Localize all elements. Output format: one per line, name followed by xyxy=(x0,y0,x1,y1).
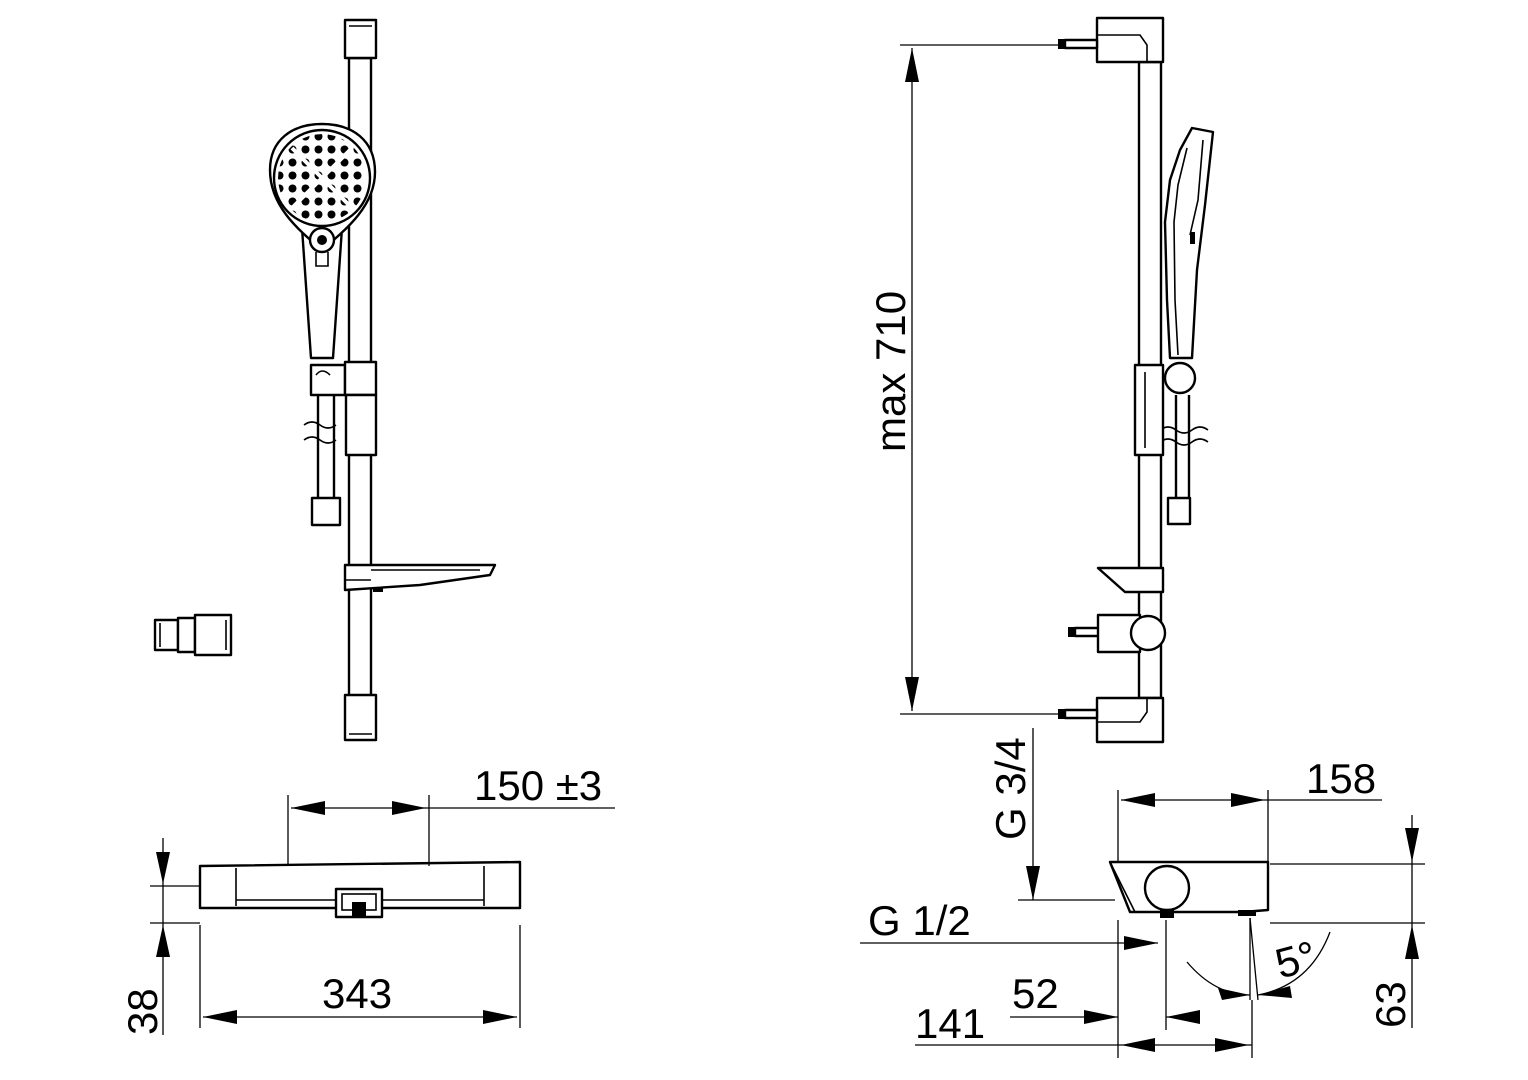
rail-bottom-cap xyxy=(343,693,378,742)
wall-bracket-bottom xyxy=(1095,696,1165,744)
dim-label-depth-left: 38 xyxy=(119,988,166,1035)
outlet-connector xyxy=(334,887,384,919)
top-view-right: G 3/4 G 1/2 158 63 xyxy=(860,728,1425,1058)
dim-label-depth-top: 158 xyxy=(1306,755,1376,802)
dim-label-width: 343 xyxy=(322,970,392,1017)
control-knob-side xyxy=(1143,864,1191,912)
dim-height-right: 63 xyxy=(1270,815,1425,1028)
front-view xyxy=(268,18,497,742)
dim-depth-bottom: 52 141 xyxy=(915,920,1253,1058)
dim-label-depth-bottom: 141 xyxy=(915,1000,985,1047)
dim-height: max 710 xyxy=(867,44,1060,715)
hand-shower-head xyxy=(268,122,377,267)
mid-bracket-side xyxy=(1096,613,1167,654)
soap-shelf xyxy=(343,563,497,592)
shower-hose-side xyxy=(1159,395,1209,526)
dim-holder-spacing: 150 ±3 xyxy=(287,762,615,866)
dim-label-height-right: 63 xyxy=(1367,981,1414,1028)
dim-label-connection-bottom: G 1/2 xyxy=(868,897,971,944)
shower-holder-slider xyxy=(309,360,378,457)
dim-angle: 5° xyxy=(1186,917,1331,1001)
top-view-left: 150 ±3 343 38 xyxy=(119,762,615,1035)
side-view: max 710 xyxy=(867,16,1215,744)
shower-hose xyxy=(303,395,342,527)
dim-depth-top: 158 xyxy=(1117,755,1382,862)
dim-label-offset: 52 xyxy=(1012,970,1059,1017)
thermostat-body xyxy=(198,860,522,910)
dim-label-height: max 710 xyxy=(867,291,914,452)
wall-screws xyxy=(1058,38,1101,720)
wall-bracket-top xyxy=(1095,16,1165,64)
dim-width: 343 xyxy=(199,925,521,1028)
dim-label-angle: 5° xyxy=(1270,932,1321,988)
dim-connection-bottom: G 1/2 xyxy=(860,897,1158,950)
dim-depth-left: 38 xyxy=(119,838,200,1035)
dim-connection-top: G 3/4 xyxy=(987,728,1115,901)
shower-holder-side xyxy=(1133,361,1197,457)
spare-holder xyxy=(153,613,233,657)
dim-label-connection-top: G 3/4 xyxy=(987,737,1034,840)
dim-label-spacing: 150 ±3 xyxy=(474,762,602,809)
rail-top-cap xyxy=(343,18,378,60)
soap-shelf-side xyxy=(1096,566,1165,594)
hand-shower-side xyxy=(1163,126,1215,360)
